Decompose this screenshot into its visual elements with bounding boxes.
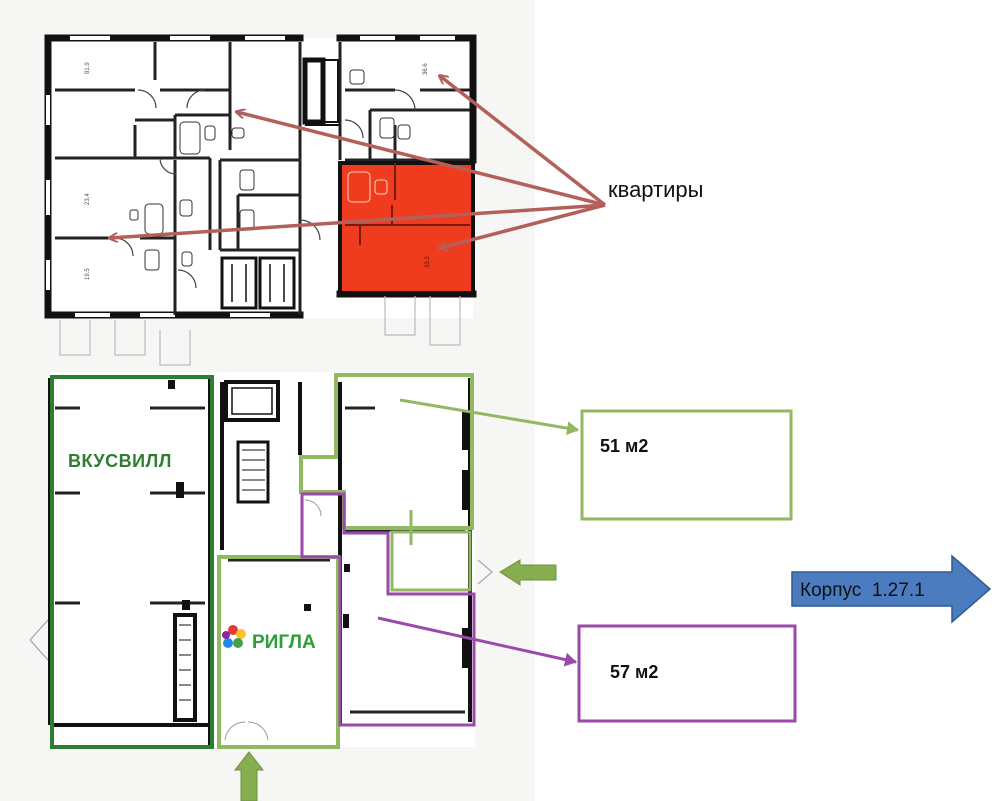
room-number-4: 19.5	[85, 268, 91, 280]
room-number-5: 33.2	[425, 256, 431, 268]
ground-floor	[29, 372, 493, 747]
room-number-3: 23.4	[85, 193, 91, 205]
rigla-zone	[217, 555, 340, 749]
highlighted-apartment: 33.2	[338, 161, 475, 296]
building-arrow	[791, 554, 992, 624]
area-57-label: 57 м2	[610, 662, 658, 682]
room-number-2: 36.6	[423, 63, 429, 75]
residential-floor: 81.9 36.6 23.4 19.5 33.2	[44, 34, 477, 366]
area-57-box	[577, 624, 797, 723]
vkusvill-label: ВКУСВИЛЛ	[68, 451, 172, 471]
rigla-label: РИГЛА	[252, 632, 316, 653]
area-51-label: 51 м2	[600, 436, 648, 456]
area-57-arrow	[377, 616, 577, 667]
area-51-arrow	[399, 398, 579, 436]
area-51-connector	[390, 530, 472, 592]
area-51-box	[580, 409, 793, 521]
apartment-arrows	[110, 76, 607, 248]
entrance-arrow-right	[499, 559, 557, 586]
vkusvill-zone	[50, 375, 214, 749]
building-label: Корпус 1.27.1	[800, 580, 925, 601]
room-number-1: 81.9	[85, 62, 91, 74]
rigla-logo-icon	[222, 625, 246, 648]
ground-stairs	[173, 380, 280, 722]
area-57-zone	[300, 492, 476, 727]
area-51-zone	[299, 373, 474, 530]
entrance-arrow-bottom	[233, 751, 265, 801]
apartments-label: квартиры	[608, 177, 703, 202]
stair-shaft	[220, 57, 340, 310]
